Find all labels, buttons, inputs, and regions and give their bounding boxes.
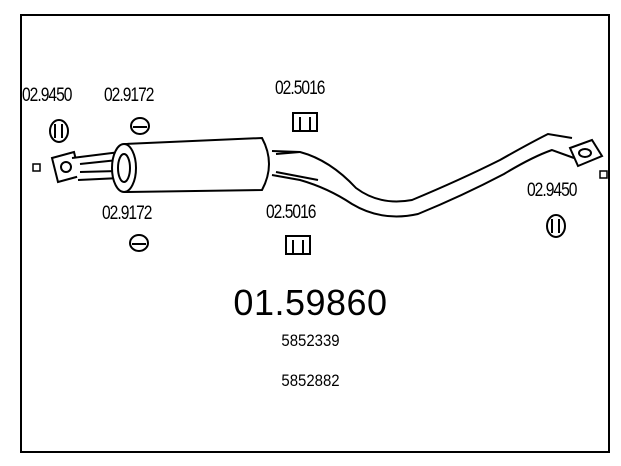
bracket-clamp-icon — [292, 112, 318, 132]
oem-number-2: 5852882 — [281, 371, 340, 390]
rubber-mount-icon — [546, 214, 566, 238]
muffler-body — [111, 136, 270, 193]
label-mid-clamp-top: 02.5016 — [275, 78, 325, 99]
outlet-flange — [568, 138, 604, 168]
label-left-clamp-bottom: 02.9172 — [102, 203, 152, 224]
clamp-icon — [130, 117, 150, 135]
rubber-mount-icon — [49, 119, 69, 143]
end-marker-right — [599, 170, 608, 179]
end-marker-left — [32, 163, 41, 172]
diagram-frame — [20, 14, 610, 453]
label-right-rubber: 02.9450 — [527, 180, 577, 201]
label-mid-clamp-bottom: 02.5016 — [266, 202, 316, 223]
bracket-clamp-icon — [285, 235, 311, 255]
oem-number-1: 5852339 — [281, 331, 340, 350]
inlet-pipe — [71, 150, 121, 181]
part-number: 01.59860 — [233, 282, 388, 323]
clamp-icon — [129, 234, 149, 252]
label-left-clamp-top: 02.9172 — [104, 85, 154, 106]
tail-pipe — [271, 132, 575, 218]
label-left-rubber: 02.9450 — [22, 85, 72, 106]
